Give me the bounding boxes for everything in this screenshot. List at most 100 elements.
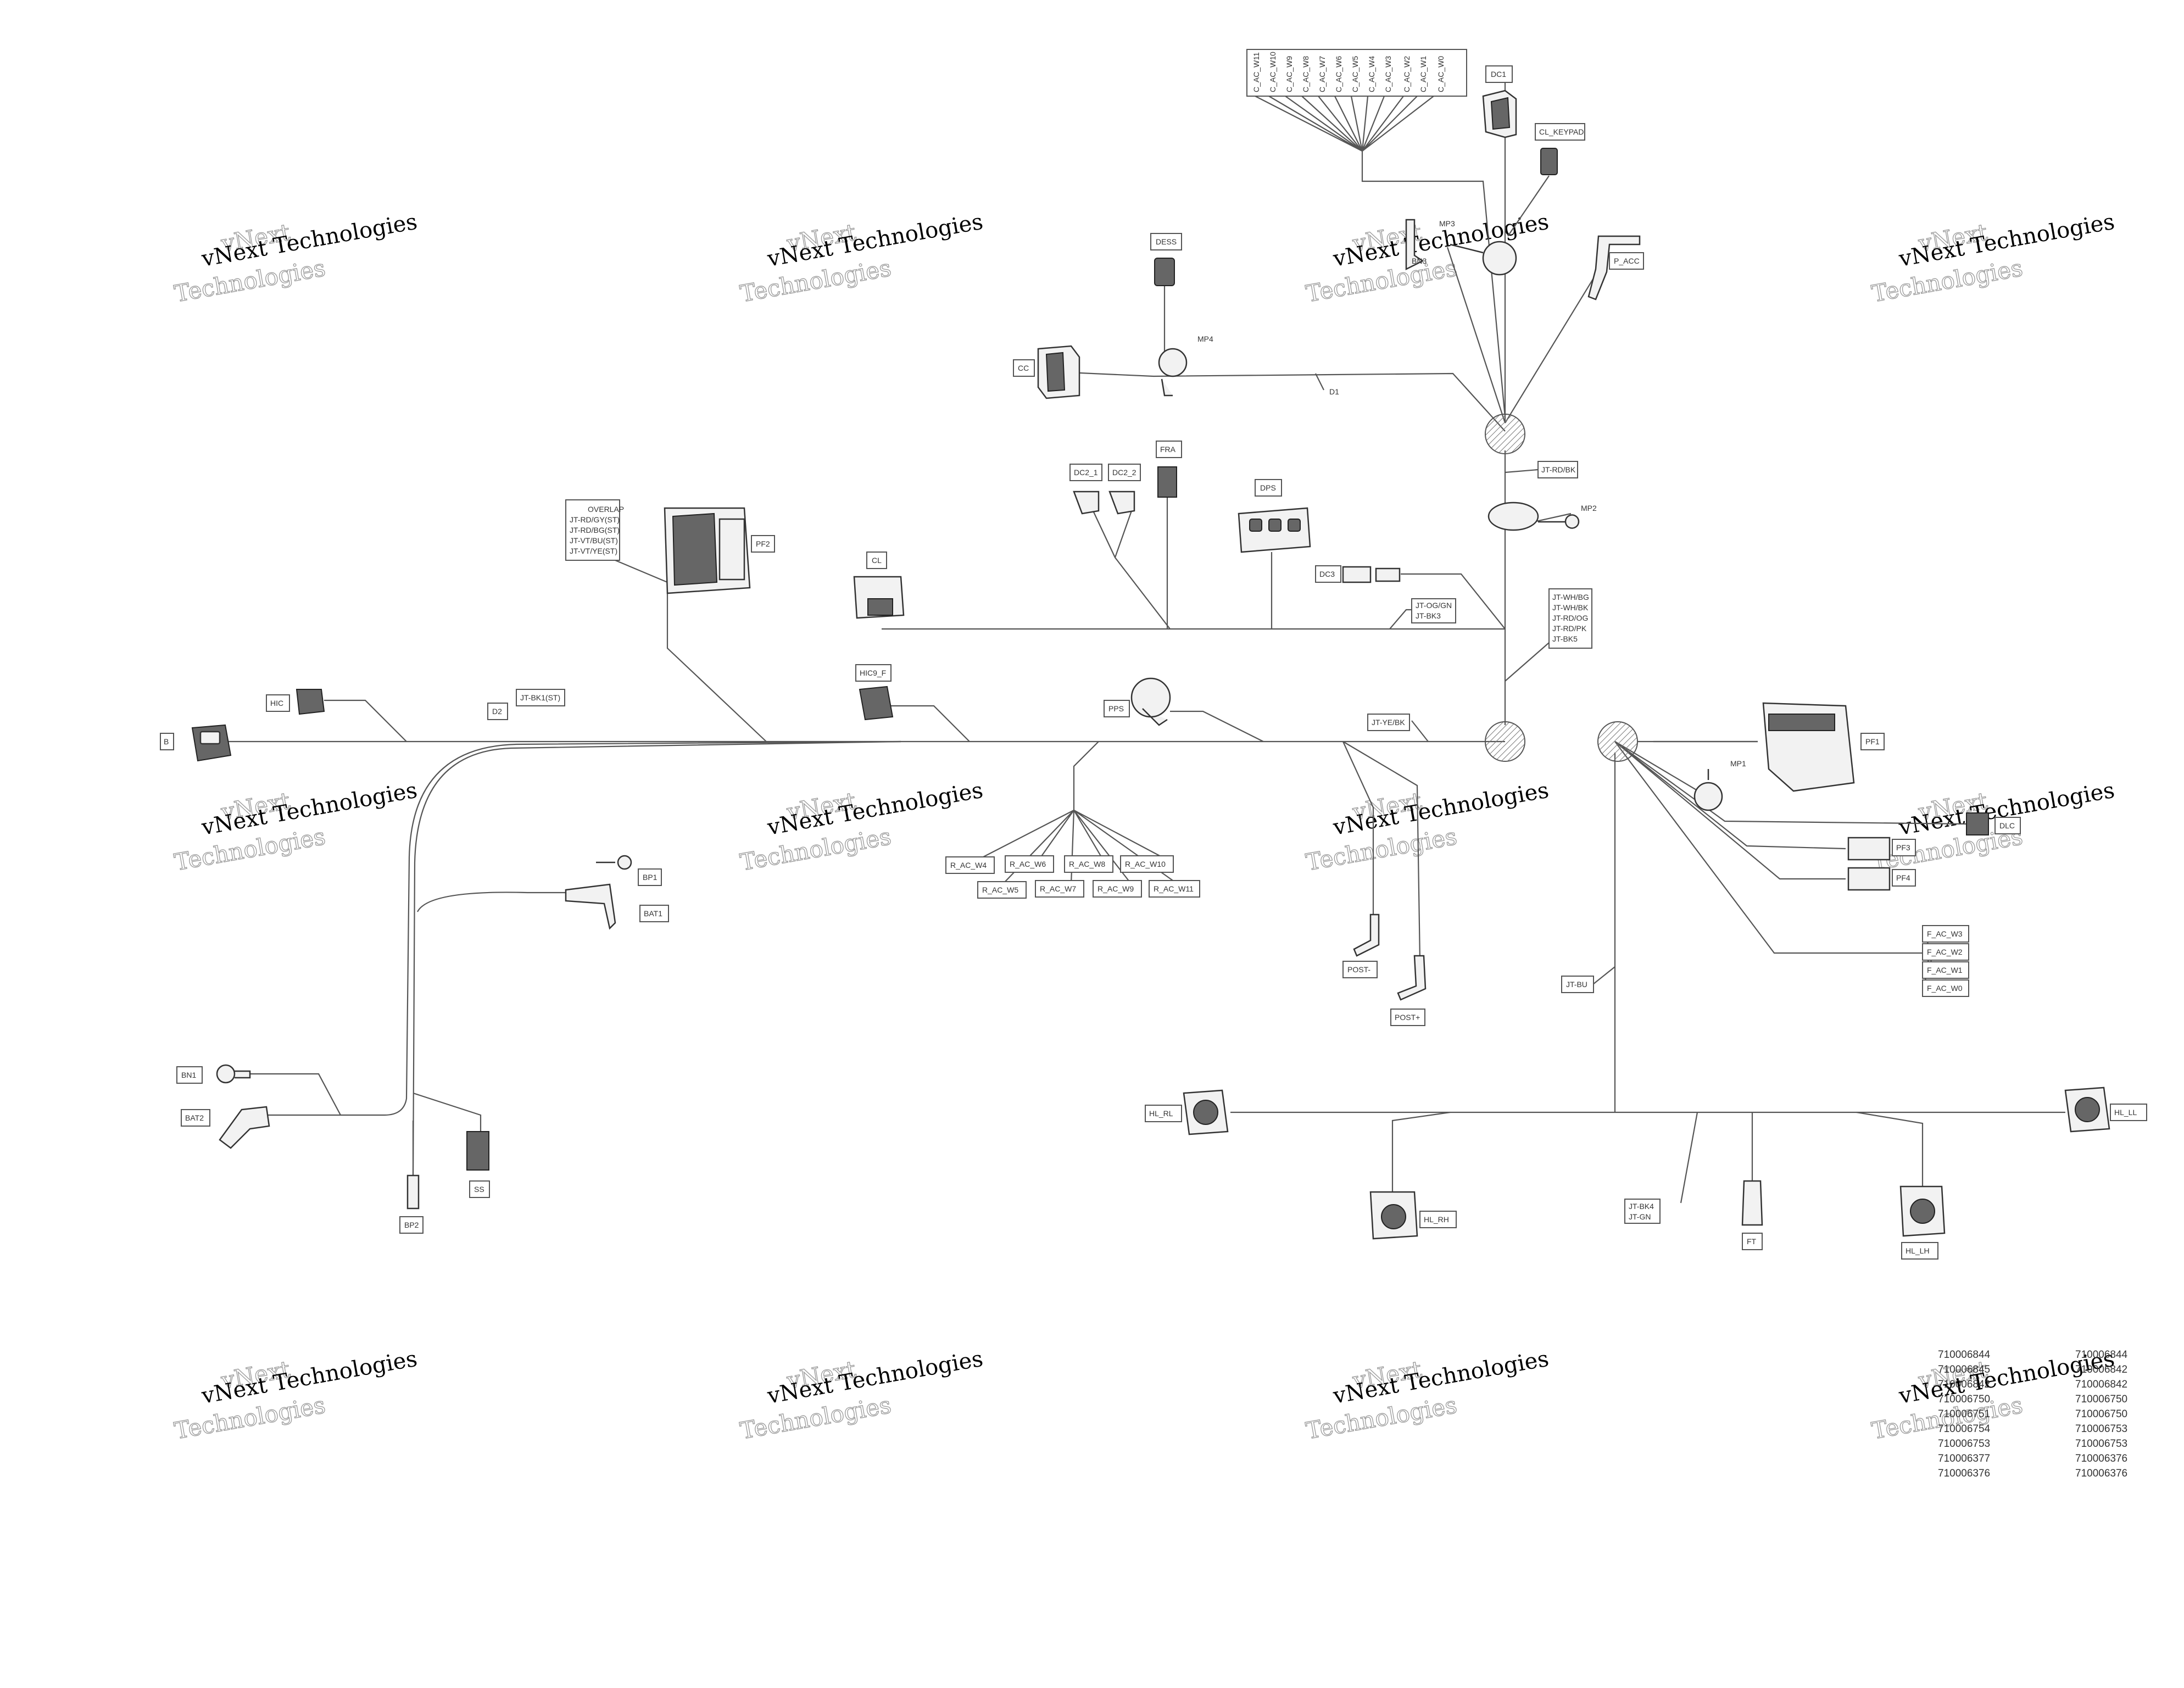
cl-keypad-wire	[1507, 175, 1550, 237]
label-r-ac: R_AC_W6	[1005, 855, 1054, 873]
label-dlc: DLC	[1994, 817, 2021, 834]
svg-text:HL_LH: HL_LH	[1906, 1246, 1930, 1255]
svg-text:HIC9_F: HIC9_F	[860, 668, 886, 677]
watermarks: vNext vNext Technologies Technologies vN…	[172, 209, 2116, 1445]
label-ft: FT	[1742, 1233, 1763, 1250]
part-number: 710006845	[1938, 1364, 1990, 1375]
p-acc-wire	[1505, 274, 1596, 424]
watermark: vNext vNext Technologies Technologies	[172, 778, 419, 877]
label-bat1: BAT1	[639, 905, 669, 922]
svg-text:JT-VT/YE(ST): JT-VT/YE(ST)	[570, 547, 617, 555]
hl-lh-connector	[1899, 1185, 1946, 1237]
c-ac-label: C_AC_W0	[1436, 56, 1445, 92]
label-r-ac: R_AC_W11	[1149, 880, 1200, 898]
svg-text:R_AC_W11: R_AC_W11	[1154, 884, 1194, 893]
post-minus-connector	[1353, 913, 1380, 957]
label-f-ac: F_AC_W3	[1922, 925, 1969, 943]
splice-upper	[1485, 414, 1525, 454]
ft-connector	[1741, 1180, 1763, 1226]
hic9f-connector	[859, 686, 894, 721]
post-plus-wire	[1342, 741, 1421, 962]
label-mp1: MP1	[1730, 759, 1746, 768]
svg-text:R_AC_W6: R_AC_W6	[1010, 860, 1046, 868]
svg-text:R_AC_W7: R_AC_W7	[1040, 884, 1076, 893]
svg-text:CL_KEYPAD: CL_KEYPAD	[1539, 127, 1584, 136]
label-pf3: PF3	[1892, 839, 1916, 856]
label-pf1: PF1	[1860, 733, 1885, 750]
svg-text:DESS: DESS	[1156, 237, 1177, 246]
left-branch-wire	[341, 740, 901, 1116]
cc-connector	[1037, 345, 1080, 399]
ss-connector	[466, 1131, 489, 1171]
label-hic9-f: HIC9_F	[855, 664, 892, 682]
label-jt-rd-bk: JT-RD/BK	[1537, 461, 1578, 478]
part-number: 710006376	[1938, 1468, 1990, 1479]
dc1-connector	[1482, 90, 1517, 138]
hic9f-wire	[890, 705, 970, 742]
pf3-connector	[1847, 837, 1891, 861]
label-dps: DPS	[1255, 479, 1282, 497]
cl-keypad-connector	[1540, 148, 1558, 175]
bat2-connector	[219, 1106, 270, 1149]
svg-text:MP2: MP2	[1581, 504, 1597, 512]
left-branch-wire-2	[412, 740, 901, 1176]
watermark: vNext vNext Technologies Technologies	[172, 209, 419, 308]
svg-text:MP3: MP3	[1439, 219, 1455, 228]
pf3-wire	[1614, 741, 1846, 850]
svg-text:JT-WH/BK: JT-WH/BK	[1552, 603, 1589, 612]
svg-text:FRA: FRA	[1160, 445, 1176, 454]
label-jt-bk1: JT-BK1(ST)	[516, 689, 565, 706]
label-bn1: BN1	[176, 1066, 203, 1084]
label-d1: D1	[1329, 387, 1339, 396]
watermark: vNext vNext Technologies Technologies	[1303, 1346, 1551, 1445]
part-number: 710006842	[2075, 1379, 2127, 1390]
post-minus-wire	[1342, 741, 1374, 917]
pf4-connector	[1847, 867, 1891, 891]
label-r-ac: R_AC_W5	[977, 881, 1027, 899]
svg-text:MP1: MP1	[1730, 759, 1746, 768]
bn3-connector	[1450, 241, 1517, 276]
svg-text:JT-VT/BU(ST): JT-VT/BU(ST)	[570, 536, 618, 545]
label-jt-ye-bk: JT-YE/BK	[1367, 714, 1410, 731]
svg-text:D2: D2	[492, 707, 502, 716]
label-bn3: BN3	[1412, 257, 1427, 265]
svg-text:P_ACC: P_ACC	[1614, 257, 1640, 265]
svg-text:JT-RD/GY(ST): JT-RD/GY(ST)	[570, 515, 620, 524]
dc2-wire	[1093, 510, 1171, 629]
r-ac-fan-wire	[983, 741, 1179, 885]
label-jt-og-gn: JT-OG/GN JT-BK3	[1411, 598, 1456, 623]
dps-connector	[1238, 507, 1311, 553]
bn1-wire	[250, 1073, 341, 1116]
svg-text:FT: FT	[1747, 1237, 1757, 1246]
post-plus-connector	[1397, 955, 1427, 1001]
jt-bk4-wire	[1680, 1112, 1698, 1204]
jt-wh-wire	[1505, 642, 1550, 682]
splices	[1485, 414, 1638, 762]
part-number: 710006754	[1938, 1423, 1991, 1435]
overlap-wire	[615, 559, 668, 583]
part-number: 710006753	[2075, 1423, 2127, 1435]
part-number: 710006842	[1938, 1379, 1990, 1390]
part-number: 710006750	[2075, 1408, 2127, 1420]
label-mp4: MP4	[1197, 335, 1213, 343]
dc3-wire	[1401, 573, 1506, 629]
cl-connector	[853, 576, 905, 619]
svg-text:HL_LL: HL_LL	[2114, 1108, 2137, 1117]
svg-text:PF3: PF3	[1896, 843, 1910, 852]
r-ac-labels: R_AC_W4 R_AC_W6 R_AC_W8 R_AC_W10 R_AC_W5…	[945, 855, 1200, 899]
svg-text:HIC: HIC	[270, 699, 283, 707]
bp2-connector	[406, 1174, 420, 1210]
part-number: 710006842	[2075, 1364, 2127, 1375]
c-ac-label: C_AC_W4	[1367, 56, 1376, 92]
d1-wire	[1315, 373, 1324, 391]
svg-text:JT-RD/OG: JT-RD/OG	[1552, 614, 1588, 622]
connector-shapes	[191, 90, 2110, 1240]
svg-text:DC1: DC1	[1491, 70, 1506, 79]
svg-text:BAT2: BAT2	[185, 1113, 204, 1122]
part-number: 710006376	[2075, 1453, 2127, 1464]
svg-text:PF1: PF1	[1865, 737, 1880, 746]
label-overlap: OVERLAP JT-RD/GY(ST) JT-RD/BG(ST) JT-VT/…	[565, 499, 624, 561]
svg-text:CL: CL	[872, 556, 882, 565]
bn1-connector	[216, 1064, 251, 1084]
